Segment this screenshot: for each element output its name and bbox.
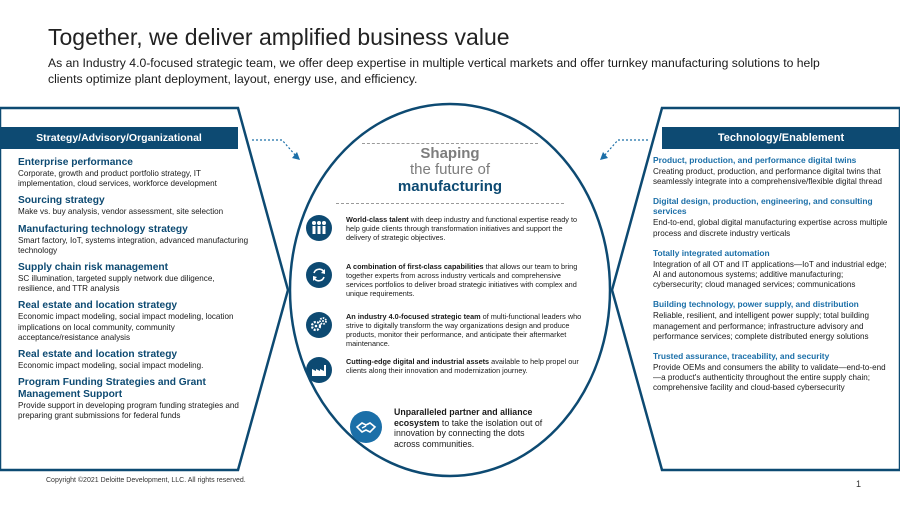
right-section: Trusted assurance, traceability, and sec… [653, 351, 893, 394]
people-icon [306, 215, 332, 241]
left-section-title: Real estate and location strategy [18, 349, 178, 361]
left-section-title: Program Funding Strategies and Grant Man… [18, 377, 206, 401]
page-subtitle: As an Industry 4.0-focused strategic tea… [48, 56, 820, 86]
partner-bold: Unparalleled partner and alliance ecosys… [394, 407, 533, 428]
center-item-bold: An industry 4.0-focused strategic team [346, 312, 481, 321]
center-item-text: World-class talent with deep industry an… [346, 215, 586, 242]
right-section-title: Digital design, production, engineering,… [653, 196, 873, 217]
left-panel-content: Enterprise performance Corporate, growth… [18, 157, 250, 428]
center-item-bold: Cutting-edge digital and industrial asse… [346, 357, 490, 366]
page-title: Together, we deliver amplified business … [48, 24, 510, 50]
left-section-text: Corporate, growth and product portfolio … [18, 169, 217, 189]
center-item-text: An industry 4.0-focused strategic team o… [346, 312, 586, 348]
left-section: Supply chain risk management SC illumina… [18, 262, 250, 294]
left-section: Enterprise performance Corporate, growth… [18, 157, 250, 189]
factory-icon [306, 357, 332, 383]
center-item-bold: A combination of first-class capabilitie… [346, 262, 484, 271]
left-section: Manufacturing technology strategy Smart … [18, 224, 250, 256]
center-item-text: A combination of first-class capabilitie… [346, 262, 586, 298]
center-title-line3: manufacturing [397, 178, 503, 195]
handshake-icon [350, 411, 382, 443]
left-section-title: Real estate and location strategy [18, 300, 178, 312]
left-section-text: Smart factory, IoT, systems integration,… [18, 235, 249, 255]
right-section-text: Creating product, production, and perfor… [653, 167, 882, 187]
center-item-desc: of multi-functional leaders who strive t… [346, 312, 582, 348]
right-section-title: Building technology, power supply, and d… [653, 299, 859, 310]
left-section: Real estate and location strategy Econom… [18, 300, 250, 343]
right-panel-heading: Technology/Enablement [662, 127, 900, 149]
left-dotted-arrow [252, 139, 297, 157]
center-item-bold: World-class talent [346, 215, 409, 224]
left-arrow-head [292, 152, 300, 160]
right-section-text: Integration of all OT and IT application… [653, 259, 887, 290]
right-section: Digital design, production, engineering,… [653, 196, 893, 238]
right-section-title: Totally integrated automation [653, 247, 770, 258]
right-section-text: Provide OEMs and consumers the ability t… [653, 363, 886, 393]
left-section-title: Sourcing strategy [18, 195, 105, 207]
partner-desc: to take the isolation out of innovation … [394, 417, 543, 449]
right-arrow-head [600, 152, 608, 160]
left-section: Sourcing strategy Make vs. buy analysis,… [18, 195, 250, 217]
left-panel-heading: Strategy/Advisory/Organizational [0, 127, 238, 149]
left-section-title: Supply chain risk management [18, 262, 169, 274]
center-bottom-rule [336, 203, 564, 204]
right-section-text: Reliable, resilient, and intelligent pow… [653, 311, 869, 341]
left-section-title: Manufacturing technology strategy [18, 223, 188, 235]
left-section-text: Economic impact modeling, social impact … [18, 361, 204, 371]
right-section: Product, production, and performance dig… [653, 155, 893, 187]
center-top-rule [362, 143, 538, 144]
center-item-desc: available to help propel our clients alo… [346, 357, 579, 375]
left-section-text: Make vs. buy analysis, vendor assessment… [18, 207, 224, 217]
left-section: Real estate and location strategy Econom… [18, 349, 250, 371]
gears-icon [306, 312, 332, 338]
right-panel-frame [610, 106, 900, 472]
right-panel-content: Product, production, and performance dig… [653, 155, 893, 403]
right-section-title: Product, production, and performance dig… [653, 155, 857, 165]
center-item-desc: that allows our team to bring together e… [346, 262, 578, 298]
center-title-line1: Shaping [420, 145, 480, 162]
left-section-text: Economic impact modeling, social impact … [18, 312, 234, 342]
left-panel-frame [0, 106, 290, 472]
center-title: Shaping the future of manufacturing [360, 145, 540, 196]
left-section: Program Funding Strategies and Grant Man… [18, 377, 250, 421]
partner-text: Unparalleled partner and alliance ecosys… [394, 407, 544, 449]
center-circle [288, 102, 612, 478]
center-item-text: Cutting-edge digital and industrial asse… [346, 357, 586, 375]
left-section-text: SC illumination, targeted supply network… [18, 274, 215, 294]
right-section-title: Trusted assurance, traceability, and sec… [653, 351, 830, 362]
copyright-notice: Copyright ©2021 Deloitte Development, LL… [46, 477, 246, 484]
right-section: Totally integrated automation Integratio… [653, 248, 893, 291]
page-number: 1 [856, 479, 862, 489]
right-dotted-arrow [603, 139, 648, 157]
left-section-text: Provide support in developing program fu… [18, 401, 239, 421]
right-section: Building technology, power supply, and d… [653, 299, 893, 342]
right-section-text: End-to-end, global digital manufacturing… [653, 218, 888, 238]
refresh-icon [306, 262, 332, 288]
center-item-desc: with deep industry and functional expert… [346, 215, 578, 242]
center-title-line2: the future of [409, 161, 491, 178]
left-section-title: Enterprise performance [18, 157, 133, 168]
